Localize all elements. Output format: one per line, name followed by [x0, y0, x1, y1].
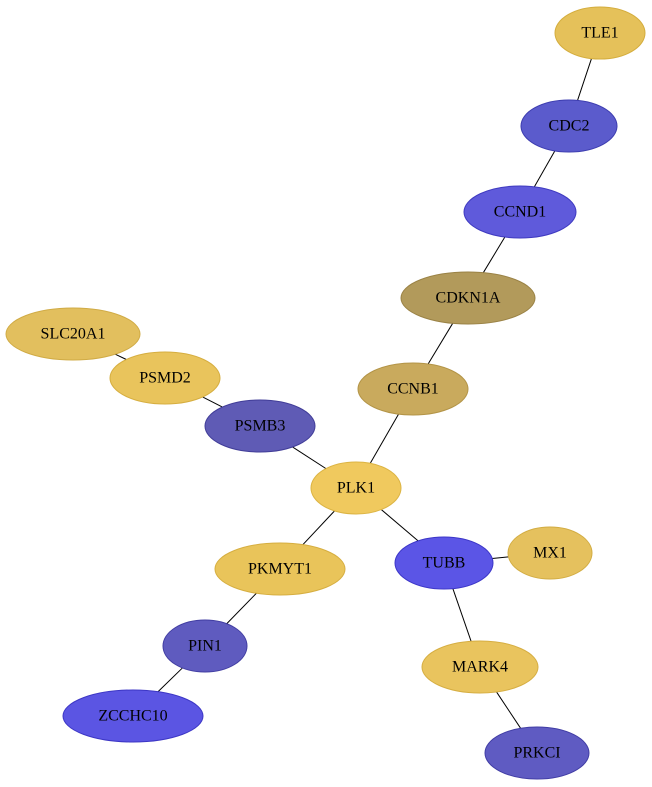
node-zcchc10[interactable]: ZCCHC10 [62, 689, 204, 743]
edge-plk1-tubb [380, 509, 419, 542]
node-psmb3[interactable]: PSMB3 [204, 399, 316, 453]
node-shape-mark4 [421, 640, 539, 694]
edge-tle1-cdc2 [577, 58, 592, 101]
node-label-cdc2: CDC2 [549, 118, 590, 135]
edge-plk1-pkmyt1 [302, 510, 335, 546]
edge-ccnb1-plk1 [369, 413, 399, 464]
node-shape-cdc2 [520, 99, 618, 153]
node-tubb[interactable]: TUBB [394, 536, 494, 590]
node-label-mark4: MARK4 [452, 659, 508, 676]
node-label-pin1: PIN1 [188, 638, 222, 655]
node-shape-pkmyt1 [214, 542, 346, 596]
node-label-tle1: TLE1 [581, 25, 618, 42]
node-shape-cdkn1a [400, 271, 536, 325]
node-label-plk1: PLK1 [337, 480, 375, 497]
node-plk1[interactable]: PLK1 [310, 461, 402, 515]
node-label-slc20a1: SLC20A1 [41, 326, 106, 343]
edge-pin1-zcchc10 [157, 667, 183, 693]
node-shape-plk1 [310, 461, 402, 515]
node-label-psmb3: PSMB3 [235, 418, 286, 435]
edge-pkmyt1-pin1 [226, 592, 257, 625]
node-prkci[interactable]: PRKCI [484, 726, 590, 780]
node-mark4[interactable]: MARK4 [421, 640, 539, 694]
node-label-mx1: MX1 [533, 545, 567, 562]
node-cdkn1a[interactable]: CDKN1A [400, 271, 536, 325]
edge-mark4-prkci [496, 691, 522, 729]
node-pkmyt1[interactable]: PKMYT1 [214, 542, 346, 596]
node-psmd2[interactable]: PSMD2 [109, 351, 221, 405]
node-mx1[interactable]: MX1 [507, 526, 593, 580]
node-label-ccnd1: CCND1 [494, 204, 546, 221]
edge-cdkn1a-ccnb1 [427, 323, 454, 365]
edge-cdc2-ccnd1 [533, 150, 556, 188]
node-ccnb1[interactable]: CCNB1 [357, 362, 469, 416]
node-shape-pin1 [162, 619, 248, 673]
edge-psmd2-psmb3 [202, 396, 223, 408]
node-shape-psmd2 [109, 351, 221, 405]
node-label-tubb: TUBB [423, 555, 466, 572]
edges-layer [114, 58, 592, 729]
edge-tubb-mx1 [492, 556, 509, 559]
node-label-prkci: PRKCI [513, 745, 560, 762]
node-label-pkmyt1: PKMYT1 [248, 561, 312, 578]
node-label-zcchc10: ZCCHC10 [98, 708, 167, 725]
node-shape-tle1 [554, 6, 646, 60]
node-shape-ccnb1 [357, 362, 469, 416]
node-pin1[interactable]: PIN1 [162, 619, 248, 673]
node-shape-slc20a1 [5, 307, 141, 361]
node-shape-tubb [394, 536, 494, 590]
edge-tubb-mark4 [452, 588, 472, 642]
node-cdc2[interactable]: CDC2 [520, 99, 618, 153]
node-shape-ccnd1 [463, 185, 577, 239]
node-slc20a1[interactable]: SLC20A1 [5, 307, 141, 361]
node-tle1[interactable]: TLE1 [554, 6, 646, 60]
edge-ccnd1-cdkn1a [482, 236, 506, 273]
edge-psmb3-plk1 [292, 446, 327, 470]
node-label-psmd2: PSMD2 [139, 370, 191, 387]
node-shape-mx1 [507, 526, 593, 580]
node-shape-psmb3 [204, 399, 316, 453]
node-shape-prkci [484, 726, 590, 780]
node-label-cdkn1a: CDKN1A [436, 290, 501, 307]
node-shape-zcchc10 [62, 689, 204, 743]
node-ccnd1[interactable]: CCND1 [463, 185, 577, 239]
node-label-ccnb1: CCNB1 [387, 381, 439, 398]
edge-slc20a1-psmd2 [114, 353, 127, 360]
